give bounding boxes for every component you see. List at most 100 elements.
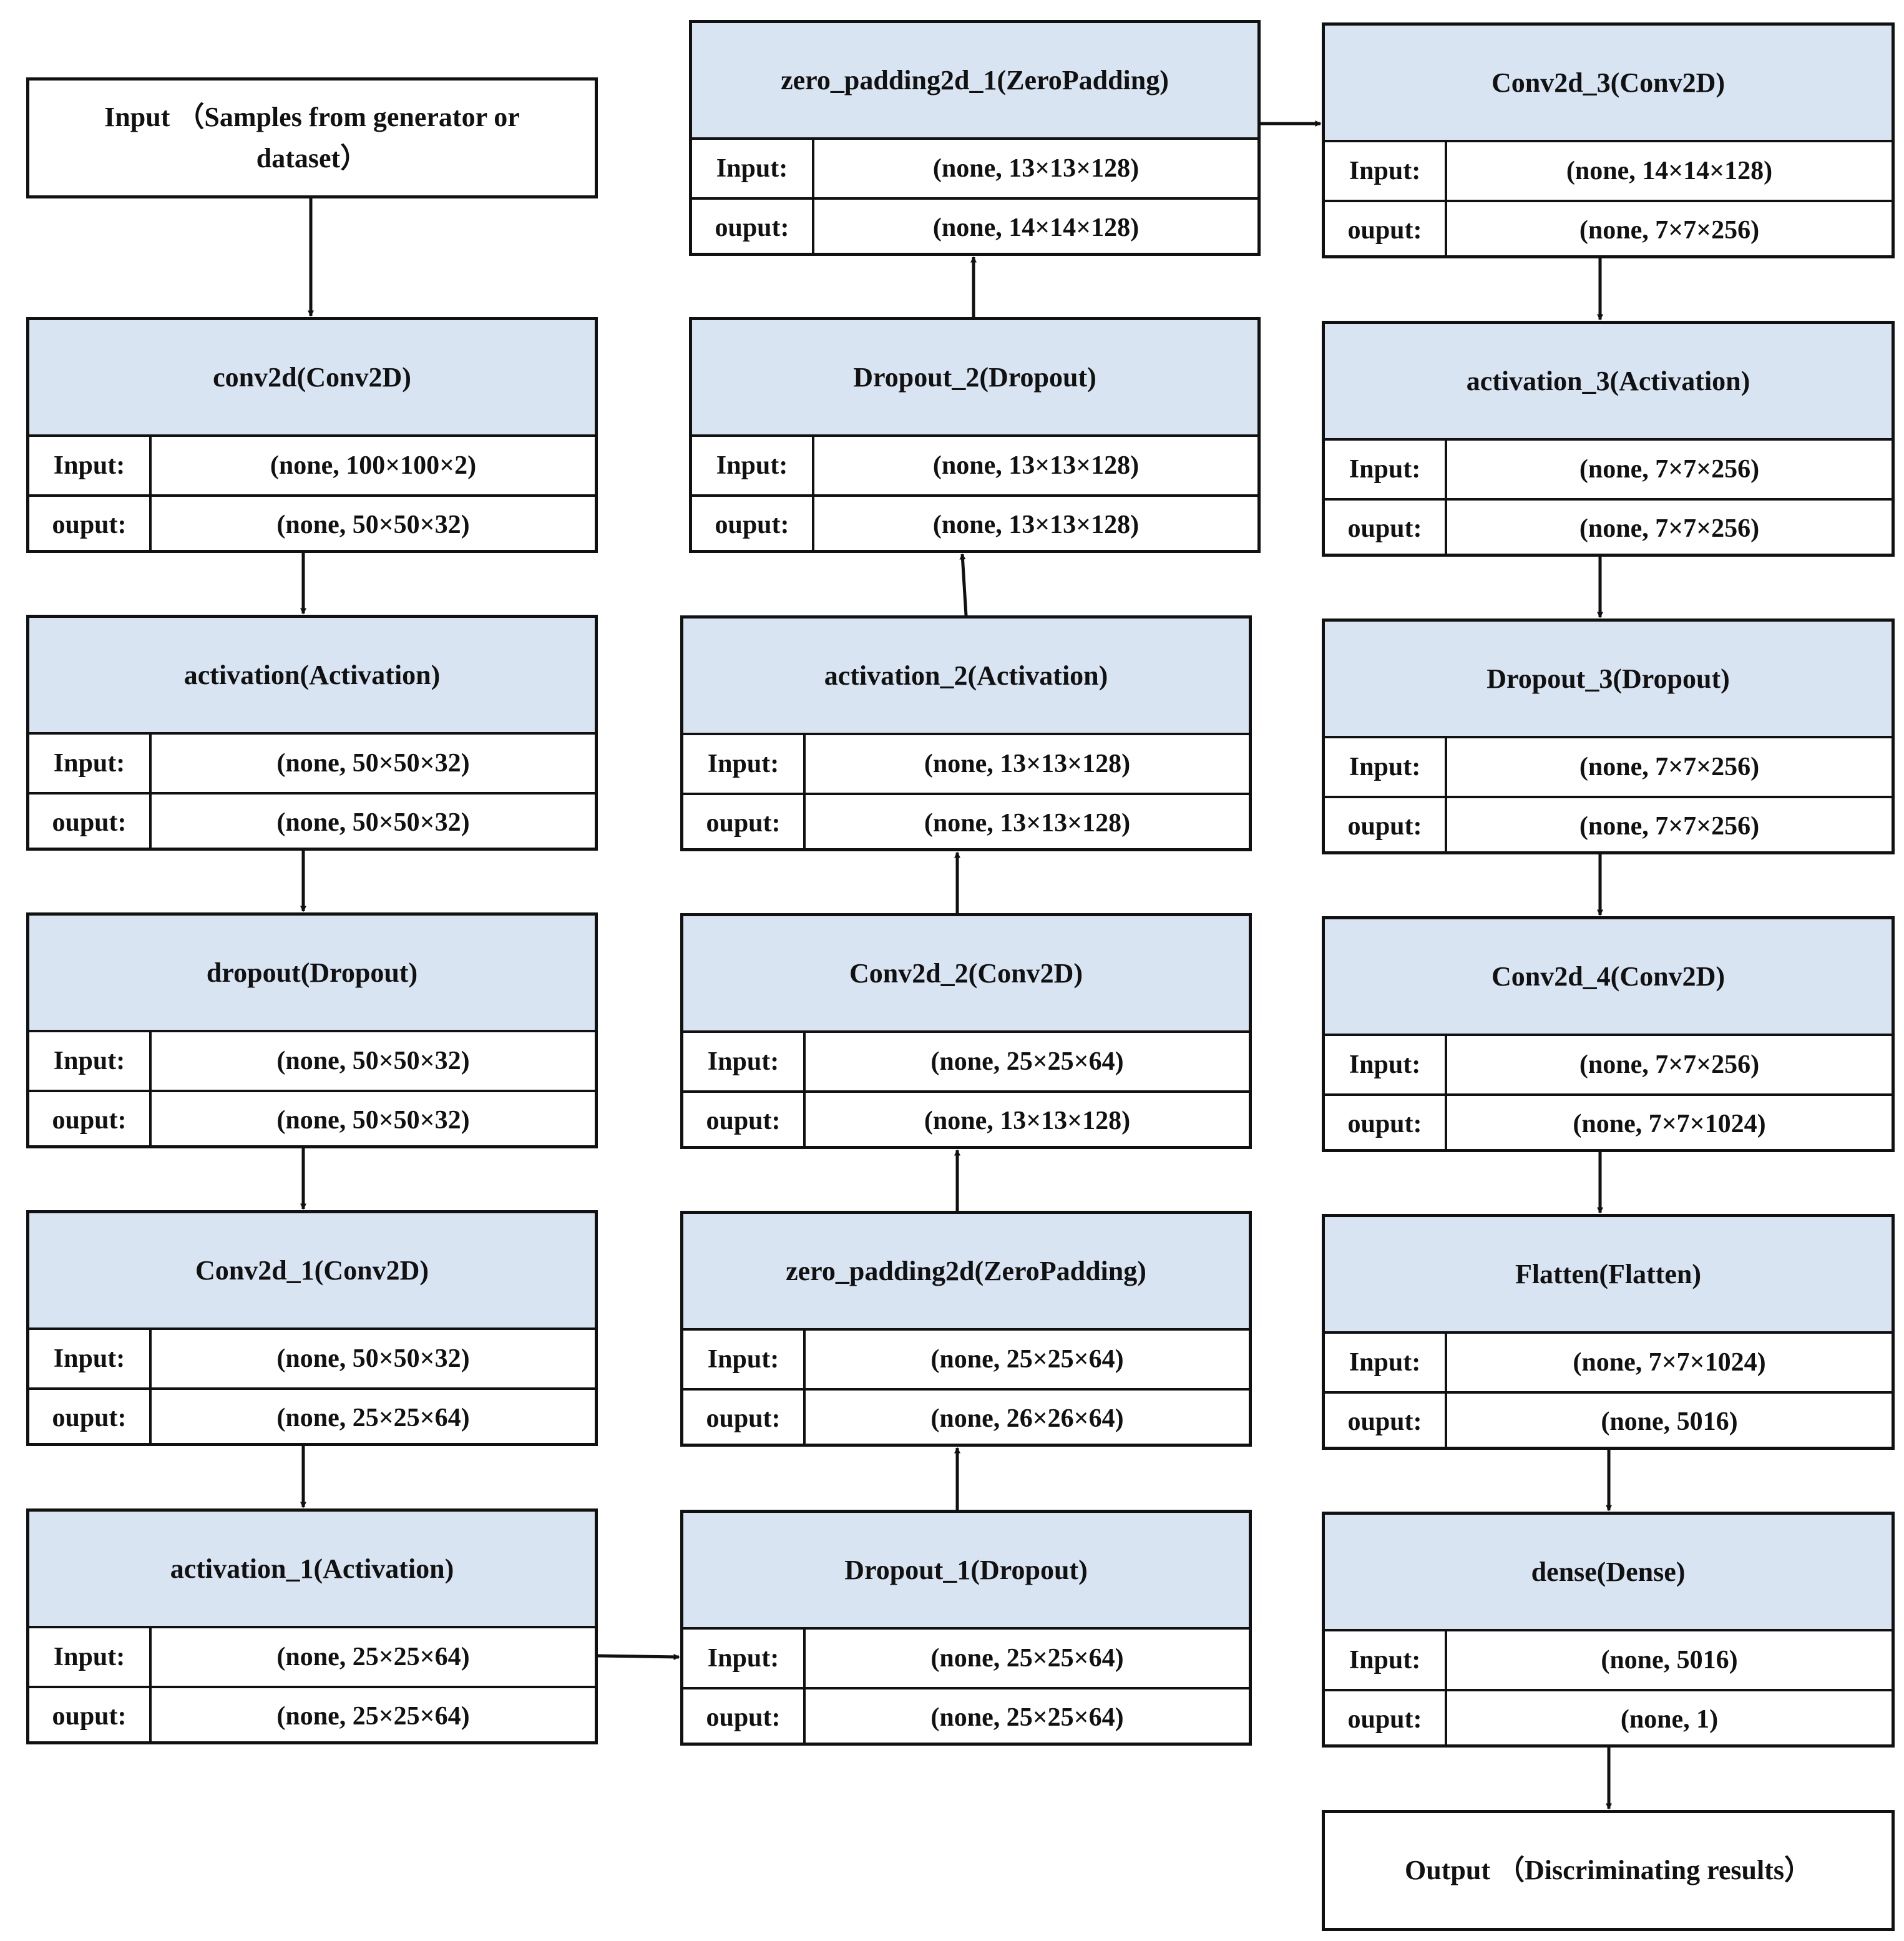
layer-activation: activation(Activation)Input:(none, 50×50… <box>26 615 598 851</box>
output-box: Output （Discriminating results） <box>1322 1810 1895 1931</box>
layer-input-row: Input: (none, 14×14×128) <box>1325 142 1892 202</box>
input-label: Input: <box>29 1628 152 1686</box>
output-shape: (none, 7×7×256) <box>1579 812 1760 841</box>
input-shape: (none, 7×7×256) <box>1579 753 1760 781</box>
input-shape: (none, 25×25×64) <box>930 1047 1124 1076</box>
layer-input-row: Input: (none, 25×25×64) <box>29 1628 595 1688</box>
layer-dropout-3: Dropout_3(Dropout)Input:(none, 7×7×256)o… <box>1322 618 1895 854</box>
input-shape: (none, 50×50×32) <box>276 1344 470 1373</box>
layer-title: Dropout_2(Dropout) <box>692 320 1257 437</box>
layer-input-row: Input: (none, 50×50×32) <box>29 1032 595 1092</box>
input-shape: (none, 13×13×128) <box>932 154 1140 183</box>
arrow-activation-1-to-dropout-1 <box>597 1653 680 1660</box>
output-shape: (none, 25×25×64) <box>276 1702 470 1731</box>
layer-output-row: ouput:(none, 50×50×32) <box>29 794 595 851</box>
layer-input-row: Input: (none, 7×7×256) <box>1325 1036 1892 1096</box>
input-shape: (none, 25×25×64) <box>276 1643 470 1671</box>
layer-conv2d: conv2d(Conv2D)Input:(none, 100×100×2)oup… <box>26 317 598 553</box>
input-shape: (none, 50×50×32) <box>276 1047 470 1075</box>
layer-input-row: Input:(none, 7×7×1024) <box>1325 1334 1892 1394</box>
output-label: ouput: <box>29 497 152 553</box>
layer-title: conv2d(Conv2D) <box>29 320 595 437</box>
output-shape: (none, 50×50×32) <box>276 1106 470 1135</box>
layer-title: Conv2d_2(Conv2D) <box>683 916 1249 1033</box>
input-shape: (none, 14×14×128) <box>1566 157 1773 185</box>
layer-input-row: Input:(none, 25×25×64) <box>683 1331 1249 1391</box>
output-shape: (none, 7×7×256) <box>1579 216 1760 245</box>
output-label: ouput: <box>683 1689 806 1746</box>
output-shape: (none, 26×26×64) <box>930 1404 1124 1433</box>
layer-output-row: ouput:(none, 13×13×128) <box>683 1093 1249 1149</box>
layer-input-row: Input:(none, 5016) <box>1325 1631 1892 1691</box>
output-shape: (none, 5016) <box>1601 1407 1738 1436</box>
layer-activation-1: activation_1(Activation)Input: (none, 25×… <box>26 1508 598 1744</box>
output-label: ouput: <box>29 1688 152 1744</box>
output-shape: (none, 50×50×32) <box>276 511 470 539</box>
input-label: Input: <box>1325 738 1447 796</box>
input-shape: (none, 13×13×128) <box>932 451 1140 480</box>
layer-output-row: ouput:(none, 50×50×32) <box>29 1092 595 1148</box>
input-shape: (none, 13×13×128) <box>924 750 1131 778</box>
output-label: ouput: <box>1325 202 1447 258</box>
output-shape: (none, 25×25×64) <box>930 1703 1124 1732</box>
input-label: Input: <box>29 735 152 792</box>
layer-title: activation_3(Activation) <box>1325 324 1892 441</box>
layer-title: Conv2d_4(Conv2D) <box>1325 919 1892 1036</box>
layer-conv2d-4: Conv2d_4(Conv2D)Input: (none, 7×7×256) oup… <box>1322 916 1895 1152</box>
input-shape: (none, 7×7×256) <box>1579 455 1760 484</box>
layer-zero-padding2d: zero_padding2d(ZeroPadding)Input:(none, … <box>680 1211 1252 1447</box>
input-label: Input: <box>692 140 814 197</box>
layer-activation-2: activation_2(Activation)Input: (none, 13×… <box>680 615 1252 851</box>
output-shape: (none, 7×7×256) <box>1579 514 1760 543</box>
layer-title: dense(Dense) <box>1325 1515 1892 1631</box>
layer-input-row: Input: (none, 13×13×128) <box>683 735 1249 795</box>
layer-title: activation_1(Activation) <box>29 1512 595 1628</box>
input-label: Input: <box>683 735 806 793</box>
output-label: ouput: <box>1325 798 1447 854</box>
output-shape: (none, 7×7×1024) <box>1573 1110 1766 1138</box>
output-label: ouput: <box>1325 1096 1447 1152</box>
input-shape: (none, 50×50×32) <box>276 749 470 778</box>
output-shape: (none, 25×25×64) <box>276 1404 470 1432</box>
layer-flatten: Flatten(Flatten)Input:(none, 7×7×1024)ou… <box>1322 1214 1895 1450</box>
input-label: Input: <box>1325 142 1447 200</box>
layer-output-row: ouput: (none, 7×7×256) <box>1325 501 1892 557</box>
input-shape: (none, 25×25×64) <box>930 1644 1124 1673</box>
input-label: Input: <box>692 437 814 494</box>
layer-conv2d-3: Conv2d_3(Conv2D)Input: (none, 14×14×128) o… <box>1322 22 1895 258</box>
layer-title: Dropout_1(Dropout) <box>683 1513 1249 1630</box>
layer-output-row: ouput: (none, 7×7×256) <box>1325 202 1892 258</box>
layer-output-row: ouput: (none, 7×7×1024) <box>1325 1096 1892 1152</box>
input-label: Input: <box>683 1033 806 1090</box>
layer-input-row: Input: (none, 13×13×128) <box>692 437 1257 497</box>
input-shape: (none, 7×7×256) <box>1579 1050 1760 1079</box>
layer-zero-padding2d-1: zero_padding2d_1(ZeroPadding)Input:(none… <box>689 20 1261 256</box>
layer-input-row: Input:(none, 50×50×32) <box>29 1330 595 1390</box>
layer-title: zero_padding2d(ZeroPadding) <box>683 1214 1249 1331</box>
input-shape: (none, 100×100×2) <box>270 451 477 480</box>
output-label: ouput: <box>1325 501 1447 557</box>
layer-title: Conv2d_1(Conv2D) <box>29 1213 595 1330</box>
layer-output-row: ouput:(none, 13×13×128) <box>692 497 1257 553</box>
output-label: ouput: <box>683 795 806 851</box>
input-label: Input: <box>29 1032 152 1090</box>
layer-input-row: Input:(none, 100×100×2) <box>29 437 595 497</box>
output-label: ouput: <box>29 1390 152 1446</box>
layer-title: dropout(Dropout) <box>29 916 595 1032</box>
layer-title: Conv2d_3(Conv2D) <box>1325 26 1892 142</box>
layer-conv2d-1: Conv2d_1(Conv2D)Input:(none, 50×50×32)ou… <box>26 1210 598 1446</box>
input-label: Input: <box>1325 1036 1447 1093</box>
layer-output-row: ouput: (none, 25×25×64) <box>29 1688 595 1744</box>
layer-input-row: Input: (none, 25×25×64) <box>683 1033 1249 1093</box>
input-box: Input （Samples from generator or dataset… <box>26 77 598 198</box>
output-label: ouput: <box>692 200 814 256</box>
layer-input-row: Input: (none, 50×50×32) <box>29 735 595 794</box>
layer-title: activation_2(Activation) <box>683 618 1249 735</box>
layer-dropout-1: Dropout_1(Dropout)Input:(none, 25×25×64)… <box>680 1510 1252 1746</box>
layer-title: Flatten(Flatten) <box>1325 1217 1892 1334</box>
layer-output-row: ouput:(none, 13×13×128) <box>683 795 1249 851</box>
input-box-text: Input （Samples from generator or dataset… <box>104 102 520 174</box>
layer-input-row: Input: (none, 7×7×256) <box>1325 738 1892 798</box>
layer-conv2d-2: Conv2d_2(Conv2D)Input: (none, 25×25×64) ou… <box>680 913 1252 1149</box>
input-label: Input: <box>1325 441 1447 498</box>
